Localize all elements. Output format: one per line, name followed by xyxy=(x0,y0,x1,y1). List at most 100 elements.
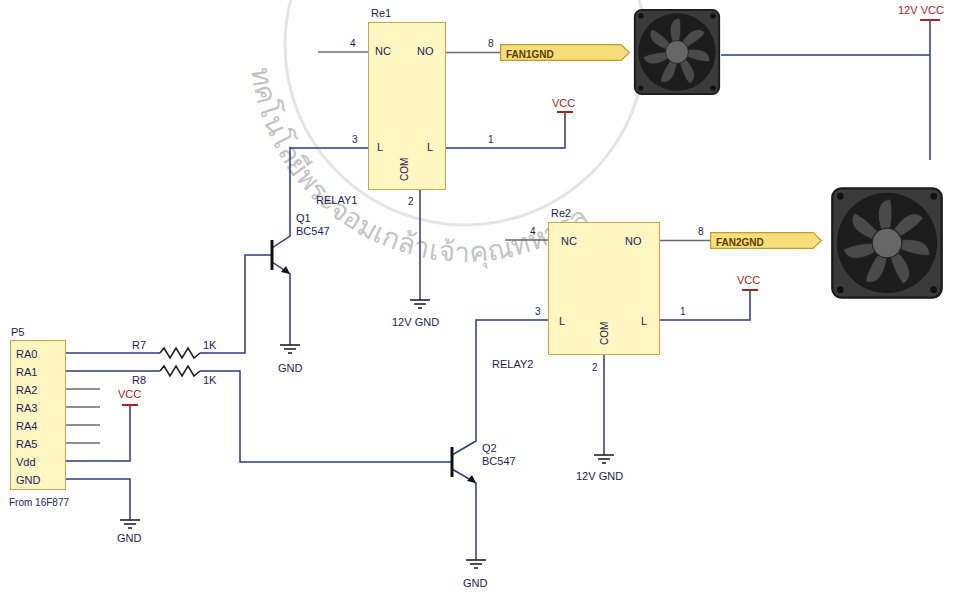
ground-symbol xyxy=(594,454,614,456)
resistor-symbol xyxy=(160,366,200,376)
part-value: 1K xyxy=(203,374,216,386)
pin-name: NC xyxy=(561,235,577,247)
vcc-symbol xyxy=(122,404,138,406)
pin-name: NO xyxy=(625,235,642,247)
ground-symbol xyxy=(598,458,610,460)
part-value: 1K xyxy=(203,339,216,351)
net-label: FAN2GND xyxy=(710,237,764,248)
pin-stubs xyxy=(505,239,548,241)
pin-name: COM xyxy=(399,158,411,181)
wires xyxy=(66,352,160,354)
wires xyxy=(452,469,476,560)
wires xyxy=(929,20,931,160)
ground-symbol xyxy=(418,307,422,309)
vcc-symbol xyxy=(920,19,940,21)
wires xyxy=(452,320,548,455)
part-designator: R7 xyxy=(132,339,146,351)
ground-symbol xyxy=(288,352,292,354)
pin-name: GND xyxy=(16,474,40,486)
connector-header: P5RA0RA1RA2RA3RA4RA5VddGNDFrom 16F877 xyxy=(10,340,66,490)
resistor-symbol xyxy=(160,348,200,358)
transistor-arrow xyxy=(281,266,290,274)
relay-box: Re1NCNOLCOML xyxy=(368,22,446,190)
ground-symbol xyxy=(466,559,486,561)
wires xyxy=(272,148,368,248)
part-value: BC547 xyxy=(296,225,330,237)
vcc-symbol xyxy=(122,20,940,405)
pin-wire xyxy=(446,52,500,54)
vcc-symbol xyxy=(742,289,758,291)
pin-name: L xyxy=(641,315,647,327)
wires xyxy=(660,290,750,320)
relay-box: Re2NCNOLCOML xyxy=(548,222,660,355)
source-note: From 16F877 xyxy=(9,497,69,509)
ground-symbol xyxy=(120,519,140,521)
ground-symbol xyxy=(124,523,136,525)
ground-label: GND xyxy=(278,362,302,374)
pin-name: NC xyxy=(375,45,391,57)
part-designator: Q1 xyxy=(296,212,311,224)
wires xyxy=(603,355,605,455)
pin-number: 1 xyxy=(680,306,686,318)
pin-name: L xyxy=(559,315,565,327)
power-label: 12V VCC xyxy=(898,4,944,16)
flag-shape xyxy=(501,45,630,61)
part-designator: Q2 xyxy=(482,442,497,454)
flag-shape xyxy=(711,233,822,249)
ground-symbol xyxy=(410,299,430,301)
transistor-symbol xyxy=(451,447,454,477)
pin-name: RA1 xyxy=(16,366,37,378)
pin-name: L xyxy=(427,141,433,153)
ground-symbol xyxy=(474,567,478,569)
pin-stubs xyxy=(66,406,100,408)
pin-wire xyxy=(660,240,710,242)
ground-symbol xyxy=(280,344,300,346)
part-designator: R8 xyxy=(132,374,146,386)
designator: P5 xyxy=(11,326,24,338)
wires xyxy=(66,405,130,461)
power-label: VCC xyxy=(737,274,760,286)
part-designator: RELAY2 xyxy=(492,358,533,370)
fan-picture xyxy=(832,188,941,297)
wires xyxy=(272,262,290,345)
net-label: FAN1GND xyxy=(500,49,554,60)
part-value: BC547 xyxy=(482,455,516,467)
wires xyxy=(66,370,160,372)
transistor-arrow xyxy=(467,475,476,483)
pin-number: 3 xyxy=(535,306,541,318)
pin-name: Vdd xyxy=(16,456,36,468)
pin-name: RA5 xyxy=(16,438,37,450)
pin-name: RA2 xyxy=(16,384,37,396)
designator: Re2 xyxy=(551,207,571,219)
ground-symbol xyxy=(128,527,132,529)
ground-symbol xyxy=(120,300,614,568)
fan-picture xyxy=(635,10,719,94)
ground-label: 12V GND xyxy=(576,470,623,482)
wires xyxy=(419,190,421,300)
net-flag: FAN1GND xyxy=(500,44,630,61)
part-designator: RELAY1 xyxy=(316,194,357,206)
pin-name: RA0 xyxy=(16,348,37,360)
pin-number: 2 xyxy=(408,196,414,208)
pin-name: L xyxy=(377,141,383,153)
pin-name: RA4 xyxy=(16,420,37,432)
pin-stubs xyxy=(66,424,100,426)
transistor-arrow xyxy=(281,266,476,483)
pin-name: COM xyxy=(599,322,611,345)
vcc-symbol xyxy=(557,111,573,113)
ground-label: 12V GND xyxy=(392,316,439,328)
ground-symbol xyxy=(470,563,482,565)
pin-number: 2 xyxy=(592,362,598,374)
pin-number: 8 xyxy=(488,38,494,50)
pin-number: 4 xyxy=(530,226,536,238)
wires xyxy=(721,54,930,56)
pin-stubs xyxy=(318,51,368,53)
transistor-symbol xyxy=(272,240,452,477)
wires xyxy=(446,112,565,148)
designator: Re1 xyxy=(371,7,391,19)
wires xyxy=(66,479,130,520)
ground-symbol xyxy=(414,303,426,305)
